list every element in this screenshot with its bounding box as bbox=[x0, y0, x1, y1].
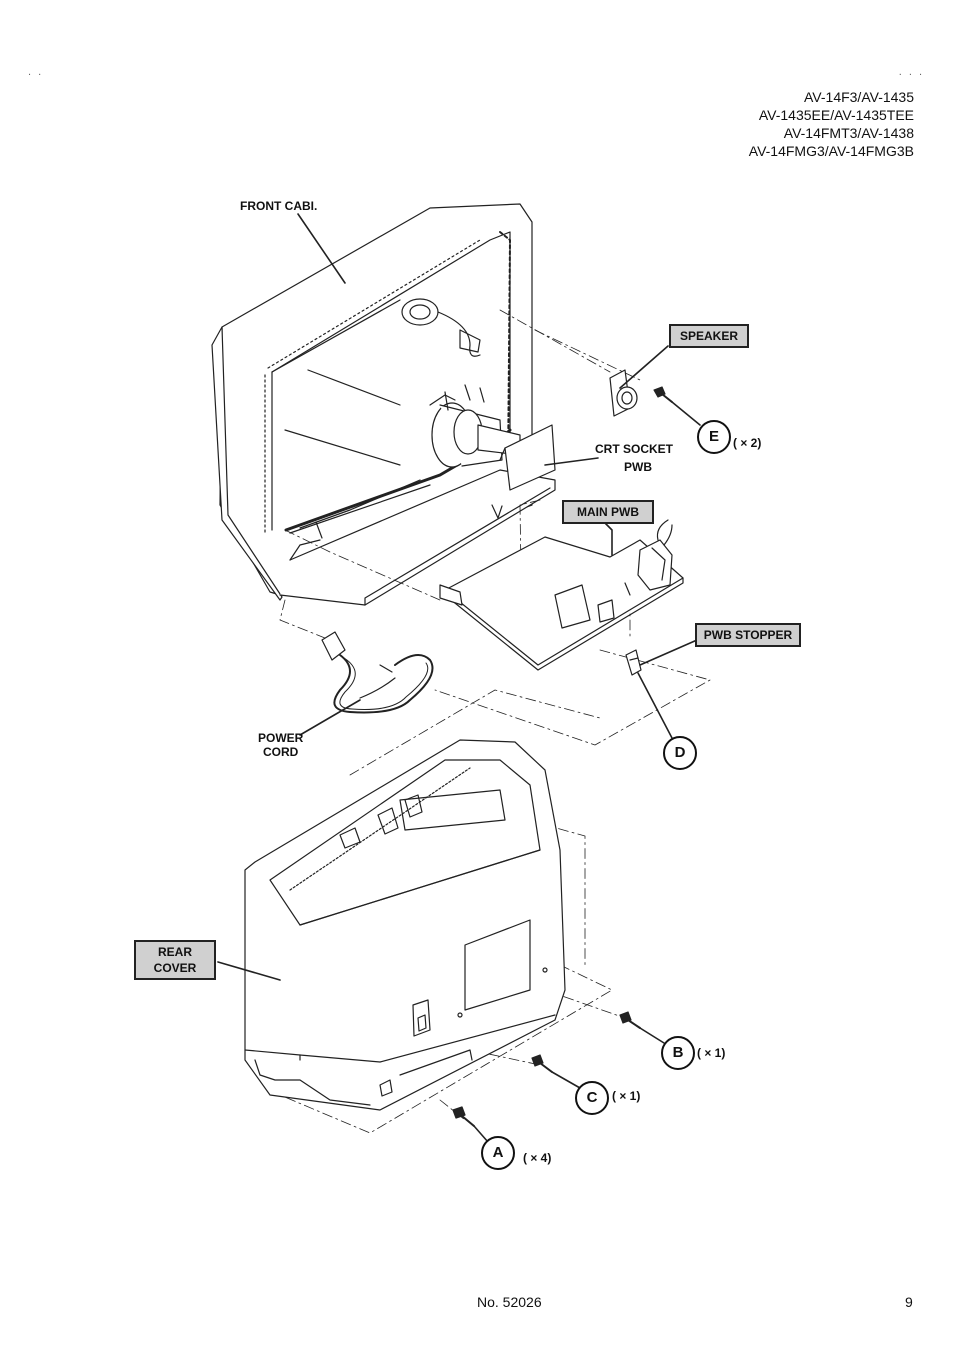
main-pwb-drawing bbox=[439, 519, 684, 671]
callout-b-qty: ( × 1) bbox=[697, 1046, 726, 1060]
callout-a-qty: ( × 4) bbox=[523, 1151, 552, 1165]
corner-dots-left: . . bbox=[28, 66, 44, 78]
rear-cover-drawing bbox=[244, 739, 566, 1111]
document-number: No. 52026 bbox=[477, 1294, 542, 1310]
callout-e-qty: ( × 2) bbox=[733, 436, 762, 450]
power-cord-label-line2: CORD bbox=[263, 745, 299, 759]
model-line: AV-1435EE/AV-1435TEE bbox=[758, 107, 914, 123]
front-cabi-label: FRONT CABI. bbox=[240, 199, 318, 213]
model-line: AV-14F3/AV-1435 bbox=[804, 89, 914, 105]
corner-dots-right: . . . bbox=[898, 66, 924, 78]
rear-cover-label-line1: REAR bbox=[157, 945, 192, 959]
callout-d: D bbox=[663, 736, 697, 770]
rear-cover-label-line2: COVER bbox=[153, 961, 197, 975]
main-pwb-label: MAIN PWB bbox=[562, 500, 654, 524]
screws bbox=[452, 1011, 641, 1127]
power-cord-drawing bbox=[321, 631, 434, 714]
callout-c: C bbox=[575, 1081, 609, 1115]
front-cabinet-drawing bbox=[211, 203, 556, 606]
callout-b: B bbox=[661, 1036, 695, 1070]
callout-c-qty: ( × 1) bbox=[612, 1089, 641, 1103]
model-line: AV-14FMT3/AV-1438 bbox=[783, 125, 914, 141]
rear-cover-label: REAR COVER bbox=[134, 940, 216, 980]
pwb-stopper-drawing bbox=[625, 649, 642, 676]
power-cord-label-line1: POWER bbox=[258, 731, 304, 745]
speaker-drawing bbox=[609, 369, 673, 417]
callout-a: A bbox=[481, 1136, 515, 1170]
model-list: AV-14F3/AV-1435 AV-1435EE/AV-1435TEE AV-… bbox=[749, 88, 914, 160]
crt-socket-label-line1: CRT SOCKET bbox=[595, 442, 673, 456]
callout-e: E bbox=[697, 420, 731, 454]
pwb-stopper-label: PWB STOPPER bbox=[695, 623, 801, 647]
page-number: 9 bbox=[905, 1294, 913, 1310]
model-line: AV-14FMG3/AV-14FMG3B bbox=[748, 143, 914, 159]
speaker-label: SPEAKER bbox=[669, 324, 749, 348]
crt-socket-label-line2: PWB bbox=[624, 460, 652, 474]
